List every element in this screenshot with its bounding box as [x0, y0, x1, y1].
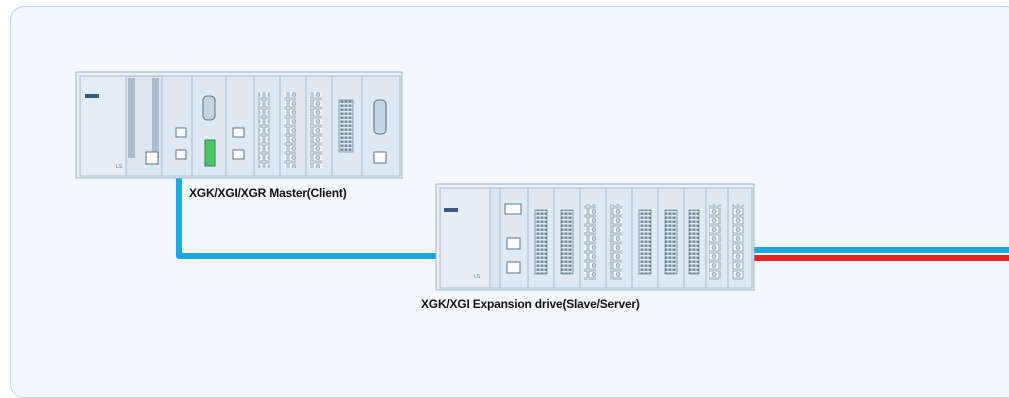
ethernet-cable — [176, 178, 1009, 259]
master-label: XGK/XGI/XGR Master(Client) — [189, 186, 347, 200]
svg-text:LS: LS — [474, 274, 481, 280]
master-plc-rack: LS — [75, 71, 403, 179]
expansion-plc-rack: LS — [435, 183, 755, 291]
svg-text:LS: LS — [116, 164, 123, 170]
expansion-label: XGK/XGI Expansion drive(Slave/Server) — [421, 297, 640, 311]
